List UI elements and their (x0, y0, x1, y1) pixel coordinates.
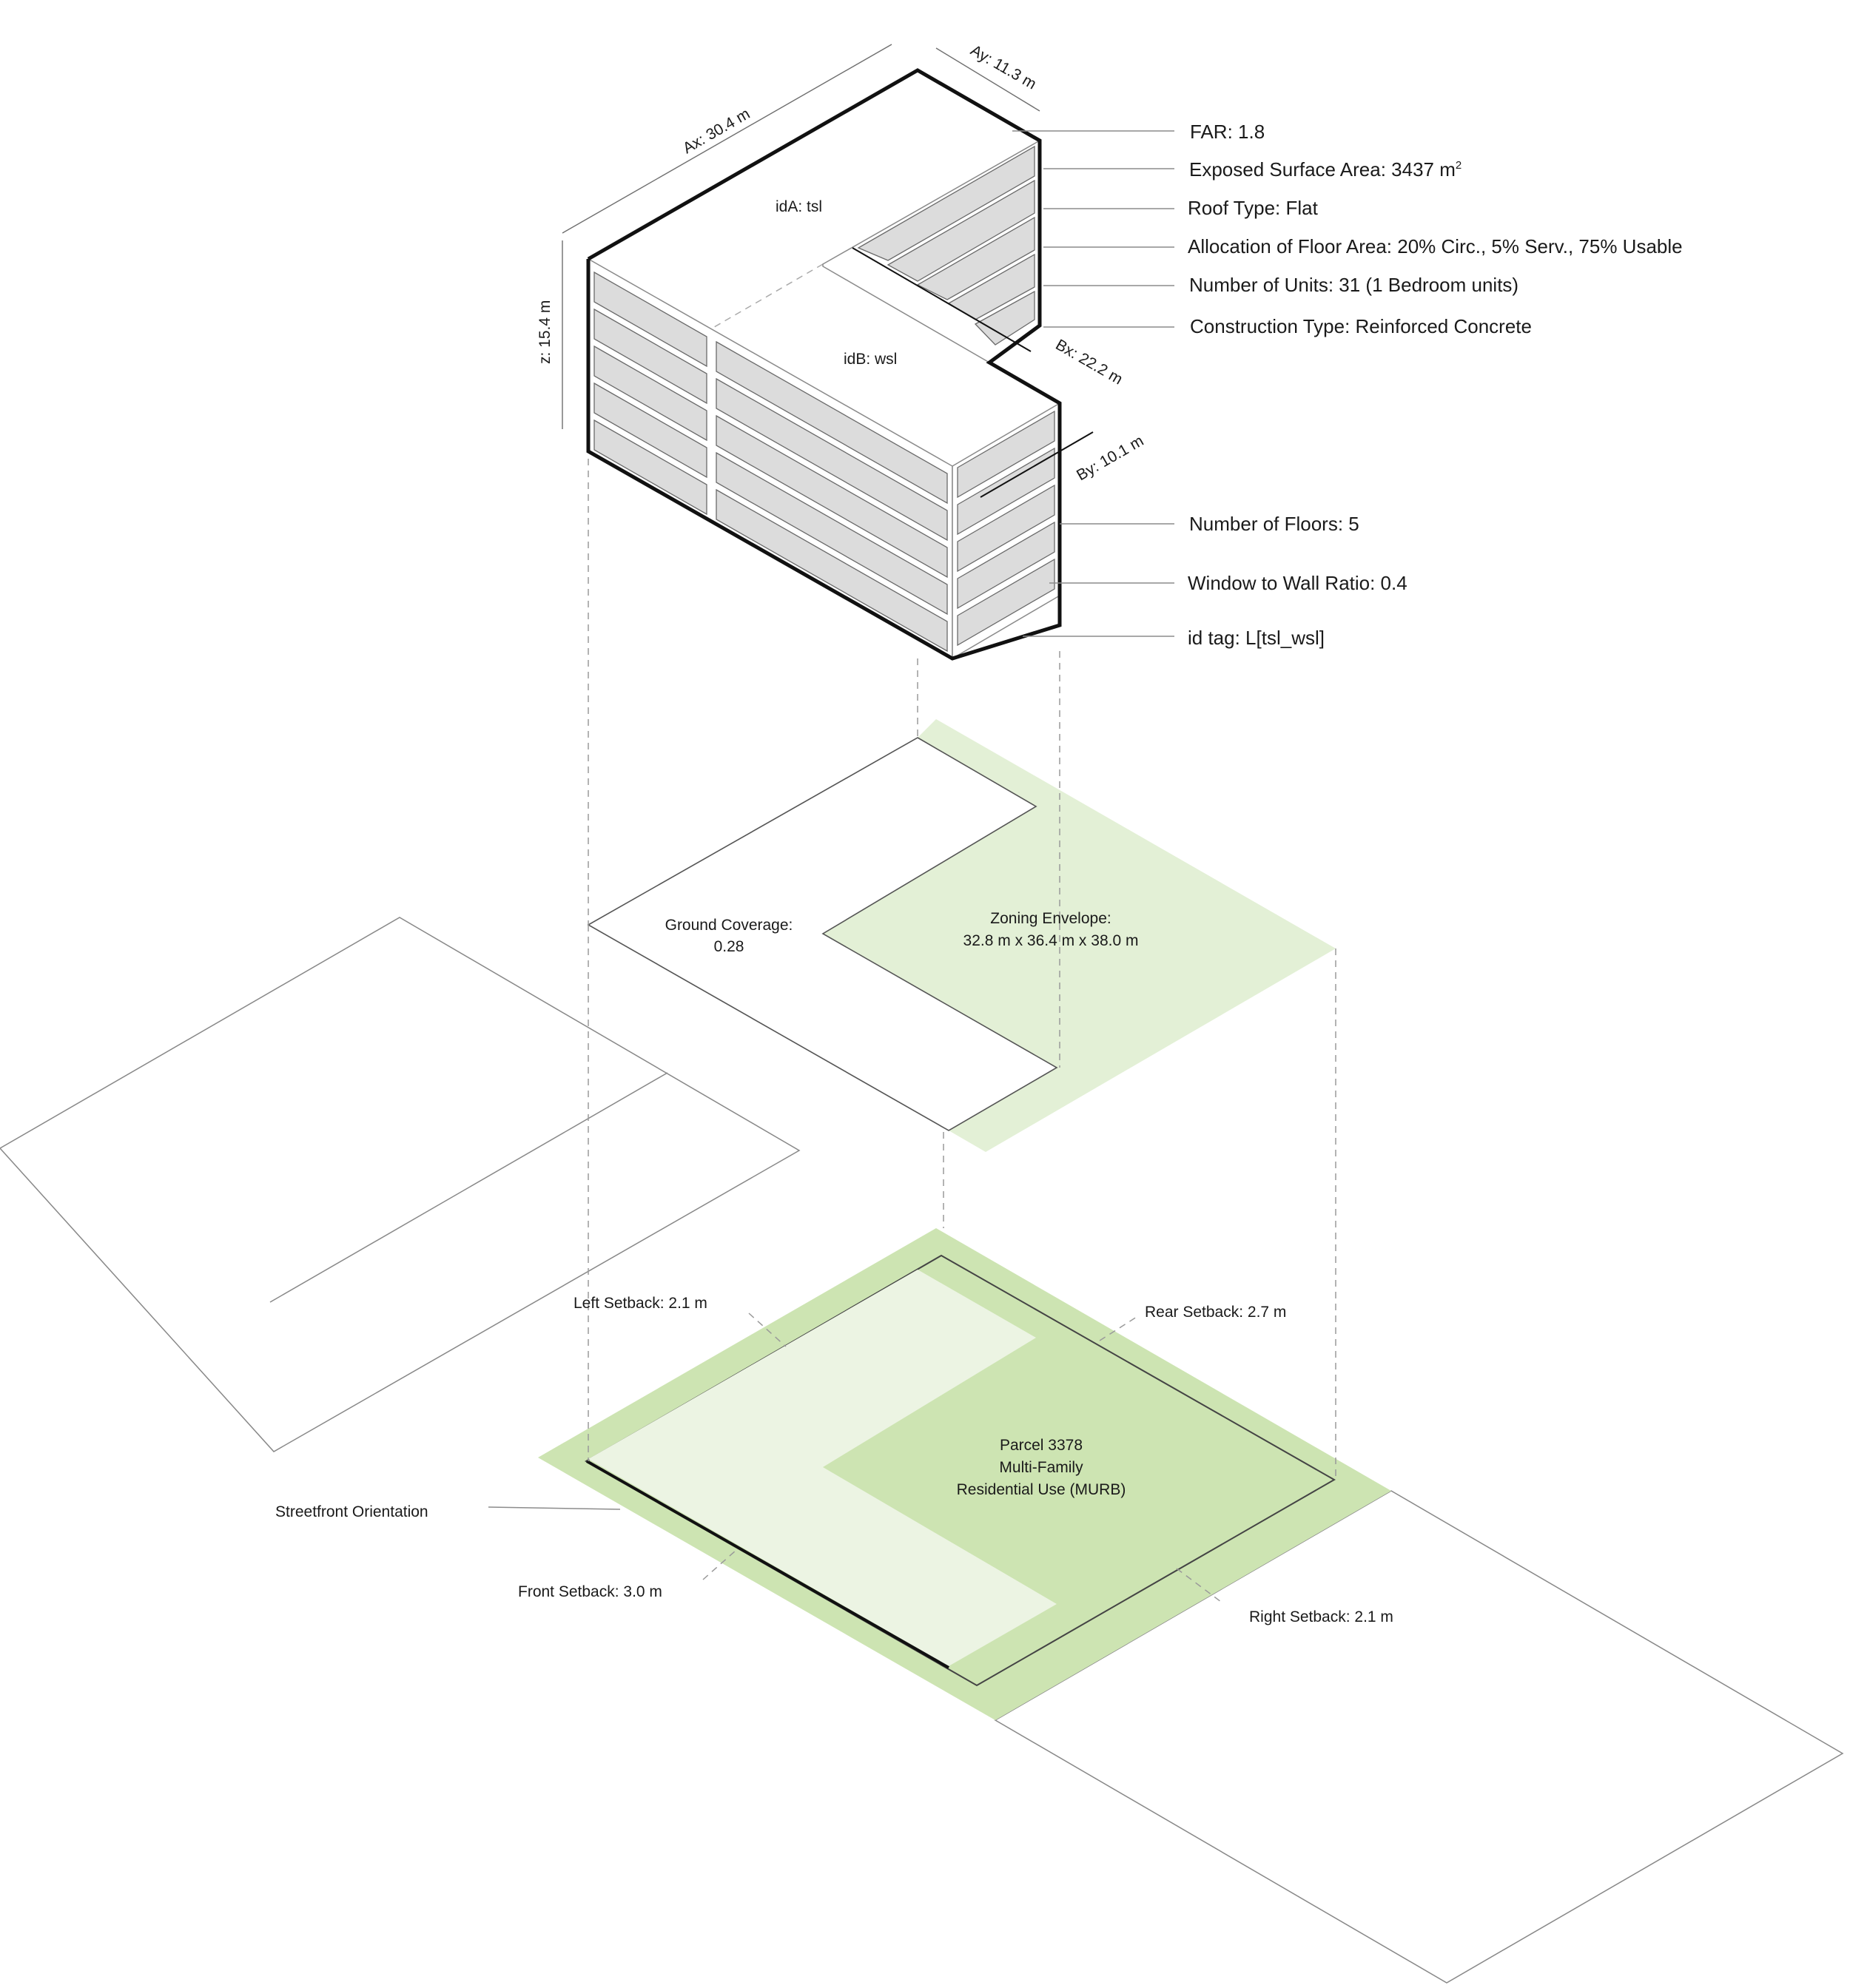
surface-area-text: Exposed Surface Area: 3437 m (1189, 158, 1456, 181)
parcel-plan (488, 1228, 1391, 1720)
floor-allocation-label: Allocation of Floor Area: 20% Circ., 5% … (1188, 235, 1683, 257)
far-label: FAR: 1.8 (1190, 121, 1265, 143)
rear-setback-label: Rear Setback: 2.7 m (1145, 1304, 1286, 1321)
block-b-label: idB: wsl (844, 351, 897, 368)
window-bands-rear (857, 145, 1035, 346)
parcel-use-line2: Residential Use (MURB) (957, 1481, 1126, 1498)
parcel-area (538, 1228, 1391, 1720)
projection-lines (588, 459, 1336, 1480)
window-bands-left (593, 271, 948, 653)
right-setback-label: Right Setback: 2.1 m (1249, 1608, 1393, 1625)
id-tag-label: id tag: L[tsl_wsl] (1188, 627, 1325, 649)
zoning-envelope-label: Zoning Envelope: (990, 910, 1111, 927)
roof-type-label: Roof Type: Flat (1188, 197, 1319, 219)
dim-line-bx (852, 247, 1032, 352)
dim-line-ax (562, 44, 892, 234)
parcel-use-line1: Multi-Family (999, 1459, 1083, 1476)
surface-area-sup: 2 (1456, 159, 1462, 172)
streetfront-leader (488, 1506, 621, 1510)
dim-bx-label: Bx: 22.2 m (1053, 336, 1126, 388)
building-outline (586, 68, 1062, 661)
block-split-line (710, 263, 824, 330)
attribute-leaders (1012, 130, 1174, 637)
streetfront-edge (586, 1460, 949, 1669)
footprint-on-parcel (588, 1270, 1057, 1666)
floors-label: Number of Floors: 5 (1189, 513, 1359, 535)
dim-ax-label: Ax: 30.4 m (680, 105, 753, 157)
parcel-id-label: Parcel 3378 (1000, 1437, 1083, 1454)
window-bands-right (957, 410, 1055, 647)
units-label: Number of Units: 31 (1 Bedroom units) (1189, 274, 1518, 296)
zoning-envelope (823, 719, 1336, 1152)
roof-polygon (588, 70, 1060, 466)
left-setback-tick (748, 1313, 787, 1347)
neighbor-parcels (0, 917, 1844, 1984)
footprint-level (587, 719, 1336, 1152)
construction-label: Construction Type: Reinforced Concrete (1190, 315, 1532, 337)
dim-z-label: z: 15.4 m (536, 300, 554, 364)
neighbor-parcel-divider (269, 1072, 668, 1303)
surface-area-label: Exposed Surface Area: 3437 m2 (1189, 158, 1462, 181)
block-a-label: idA: tsl (776, 198, 822, 215)
right-setback-tick (1176, 1568, 1222, 1603)
streetfront-label: Streetfront Orientation (275, 1503, 428, 1520)
neighbor-parcel-right (994, 1490, 1844, 1984)
dimension-lines (562, 44, 1094, 498)
dim-ay-label: Ay: 11.3 m (968, 41, 1040, 92)
zoning-envelope-value: 32.8 m x 36.4 m x 38.0 m (963, 932, 1139, 949)
front-setback-label: Front Setback: 3.0 m (518, 1583, 662, 1600)
dim-line-ay (935, 47, 1040, 112)
wwr-label: Window to Wall Ratio: 0.4 (1188, 572, 1407, 594)
ground-coverage-value: 0.28 (714, 938, 744, 955)
dim-by-label: By: 10.1 m (1074, 432, 1146, 484)
front-setback-tick (702, 1549, 737, 1580)
neighbor-parcel-left (0, 917, 801, 1452)
building-mass (586, 68, 1062, 661)
ground-coverage-label: Ground Coverage: (665, 917, 793, 934)
dim-line-by (980, 431, 1094, 498)
left-setback-label: Left Setback: 2.1 m (574, 1295, 707, 1312)
rear-setback-tick (1099, 1316, 1137, 1341)
